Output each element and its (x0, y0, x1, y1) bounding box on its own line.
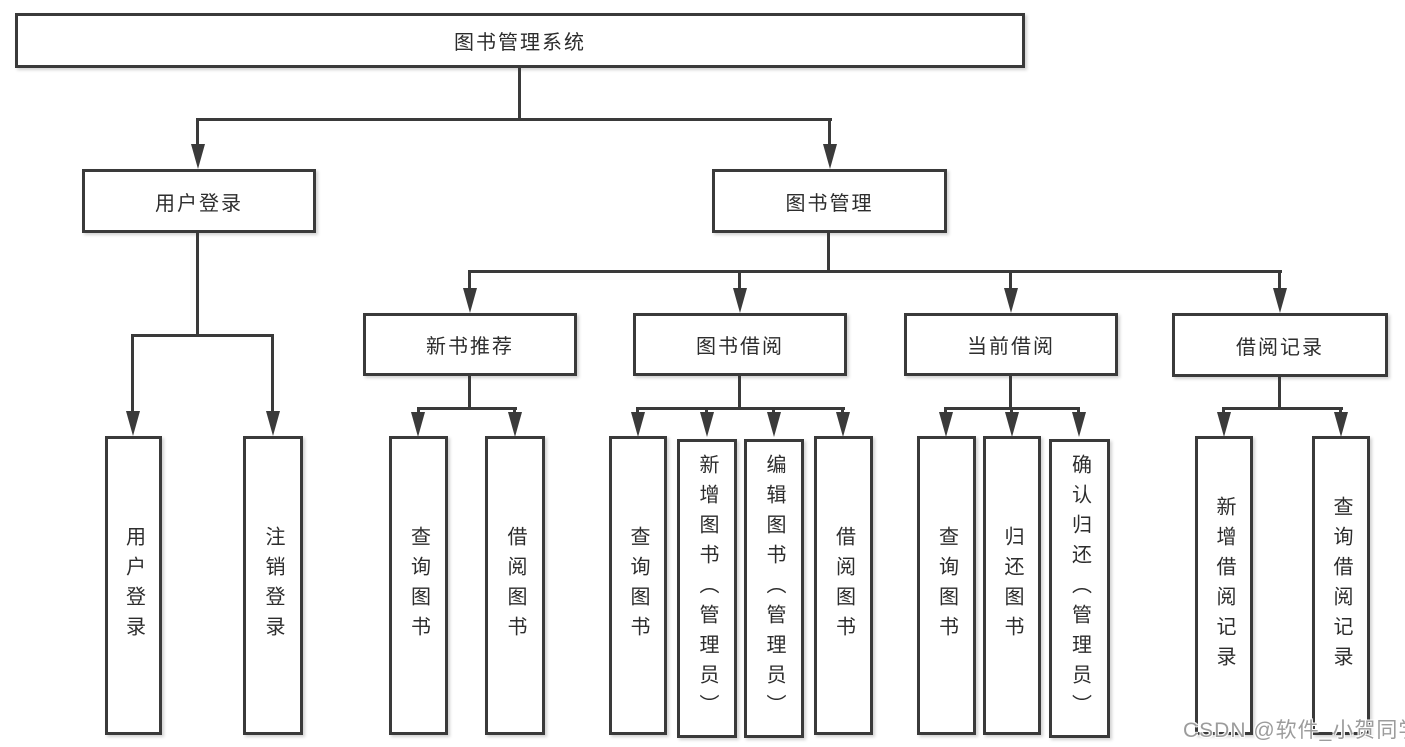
connector-root-rail (196, 118, 832, 121)
leaf-bw-edit-books-admin: 编辑图书（管理员） (744, 439, 804, 738)
arrowhead-to-bw-edit (767, 412, 781, 437)
arrowhead-to-rec-add (1217, 412, 1231, 437)
leaf-cur-return-books: 归还图书 (983, 436, 1041, 735)
arrowhead-to-new-book-recommend (463, 288, 477, 313)
arrowhead-to-book-borrow (733, 288, 747, 313)
leaf-rec-add-record: 新增借阅记录 (1195, 436, 1253, 735)
connector-nb-rail (417, 407, 517, 410)
leaf-cur-return-books-label: 归还图书 (1001, 525, 1023, 646)
arrowhead-to-nb-query (411, 412, 425, 437)
leaf-bw-borrow-books-label: 借阅图书 (832, 525, 855, 646)
connector-root-stem (518, 68, 521, 121)
node-current-borrow-label: 当前借阅 (967, 336, 1055, 358)
leaf-cur-query-books-label: 查询图书 (935, 525, 958, 646)
node-borrow-records-label: 借阅记录 (1236, 336, 1324, 359)
connector-cur-drop-3 (1077, 407, 1080, 414)
leaf-rec-query-record-label: 查询借阅记录 (1330, 495, 1352, 676)
node-book-management-label: 图书管理 (785, 192, 874, 215)
leaf-bw-query-books: 查询图书 (609, 436, 667, 735)
connector-bw-drop-1 (636, 407, 639, 414)
connector-login-stem (196, 233, 199, 337)
connector-cur-drop-2 (1010, 407, 1013, 414)
arrowhead-to-leaf-logout (266, 411, 280, 436)
connector-nb-stem (468, 376, 471, 409)
node-book-borrow-label: 图书借阅 (696, 336, 784, 358)
watermark-text: CSDN @软件_小贺同学 (1183, 719, 1405, 742)
arrowhead-to-current-borrow (1004, 288, 1018, 313)
leaf-nb-borrow-books: 借阅图书 (485, 436, 545, 735)
leaf-bw-query-books-label: 查询图书 (627, 525, 649, 646)
connector-bw-rail (636, 407, 845, 410)
leaf-nb-borrow-books-label: 借阅图书 (504, 525, 526, 646)
arrowhead-to-book-management (823, 144, 837, 169)
leaf-bw-add-books-admin-label: 新增图书（管理员） (696, 453, 718, 724)
leaf-user-login-label: 用户登录 (122, 525, 145, 646)
leaf-bw-add-books-admin: 新增图书（管理员） (677, 439, 737, 738)
connector-nb-drop-2 (513, 407, 516, 414)
node-book-borrow: 图书借阅 (633, 313, 847, 376)
arrowhead-to-leaf-user-login (126, 411, 140, 436)
connector-rec-stem (1278, 376, 1281, 409)
node-borrow-records: 借阅记录 (1172, 313, 1388, 377)
arrowhead-to-rec-query (1334, 412, 1348, 437)
connector-rec-rail (1222, 407, 1343, 410)
connector-mgmt-stem (827, 233, 830, 272)
connector-bw-drop-4 (841, 407, 844, 414)
connector-nb-drop-1 (417, 407, 420, 414)
arrowhead-to-cur-confirm (1072, 412, 1086, 437)
node-user-login: 用户登录 (82, 169, 316, 233)
leaf-nb-query-books-label: 查询图书 (407, 525, 430, 646)
node-library-system-label: 图书管理系统 (454, 32, 586, 54)
leaf-user-login: 用户登录 (105, 436, 162, 735)
arrowhead-to-cur-return (1005, 412, 1019, 437)
node-new-book-recommend: 新书推荐 (363, 313, 577, 376)
connector-mgmt-drop-3 (1009, 270, 1012, 290)
connector-cur-drop-1 (944, 407, 947, 414)
connector-login-drop-1 (131, 334, 134, 411)
leaf-cur-query-books: 查询图书 (917, 436, 976, 735)
leaf-cur-confirm-return-admin: 确认归还（管理员） (1049, 439, 1110, 738)
connector-bw-stem (738, 376, 741, 409)
connector-mgmt-drop-1 (468, 270, 471, 290)
arrowhead-to-bw-add (700, 412, 714, 437)
leaf-bw-edit-books-admin-label: 编辑图书（管理员） (763, 453, 785, 724)
arrowhead-to-borrow-records (1273, 288, 1287, 313)
node-library-system: 图书管理系统 (15, 13, 1025, 68)
leaf-logout-label: 注销登录 (262, 525, 284, 646)
leaf-nb-query-books: 查询图书 (389, 436, 448, 735)
connector-bw-drop-3 (772, 407, 775, 414)
leaf-cur-confirm-return-admin-label: 确认归还（管理员） (1068, 453, 1091, 724)
leaf-rec-query-record: 查询借阅记录 (1312, 436, 1370, 735)
arrowhead-to-cur-query (939, 412, 953, 437)
connector-root-right-drop (828, 118, 831, 146)
connector-root-left-drop (196, 118, 199, 146)
connector-mgmt-drop-4 (1278, 270, 1281, 290)
arrowhead-to-bw-query (631, 412, 645, 437)
connector-bw-drop-2 (705, 407, 708, 414)
leaf-logout: 注销登录 (243, 436, 303, 735)
connector-rec-drop-1 (1222, 407, 1225, 414)
arrowhead-to-nb-borrow (508, 412, 522, 437)
connector-mgmt-drop-2 (738, 270, 741, 290)
node-current-borrow: 当前借阅 (904, 313, 1118, 376)
node-book-management: 图书管理 (712, 169, 947, 233)
connector-rec-drop-2 (1339, 407, 1342, 414)
arrowhead-to-user-login (191, 144, 205, 169)
node-new-book-recommend-label: 新书推荐 (426, 336, 514, 358)
leaf-rec-add-record-label: 新增借阅记录 (1213, 495, 1235, 676)
connector-login-rail (131, 334, 274, 337)
connector-mgmt-rail (468, 270, 1282, 273)
arrowhead-to-bw-borrow (836, 412, 850, 437)
connector-cur-stem (1009, 376, 1012, 409)
leaf-bw-borrow-books: 借阅图书 (814, 436, 873, 735)
node-user-login-label: 用户登录 (155, 192, 243, 215)
connector-login-drop-2 (271, 334, 274, 411)
